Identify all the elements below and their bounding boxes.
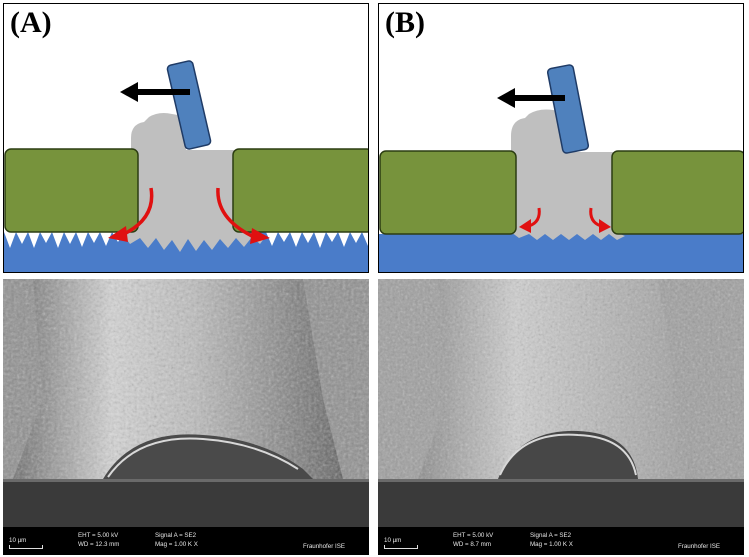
squeegee-a: [166, 60, 212, 150]
paste-b: [511, 109, 625, 240]
screen-printing-schematic-a: [4, 60, 368, 272]
sem-mag-b: Mag = 1.00 K X: [530, 541, 573, 548]
left-arrow-icon: [120, 82, 190, 102]
substrate-texture-right-a: [266, 232, 368, 248]
screen-printing-schematic-b: [379, 64, 743, 272]
sem-micrograph-b: 10 µm EHT = 5.00 kV WD = 8.7 mm Signal A…: [378, 279, 744, 555]
sem-eht-b: EHT = 5.00 kV: [453, 532, 494, 539]
stencil-mask-right-b: [611, 150, 743, 235]
sem-micrograph-a: 10 µm EHT = 5.00 kV WD = 12.3 mm Signal …: [3, 279, 369, 555]
panel-label-a: (A): [10, 6, 52, 39]
sem-scale-label-a: 10 µm: [9, 537, 27, 544]
sem-brand-a: Fraunhofer ISE: [303, 543, 345, 550]
stencil-mask-left-b: [379, 150, 517, 235]
left-arrow-icon: [497, 88, 565, 108]
diagram-panel-a: (A): [3, 3, 369, 273]
paste-a: [124, 113, 266, 252]
scale-bar-a: [9, 545, 43, 549]
curved-arrow-icon: [519, 207, 611, 233]
sem-mag-a: Mag = 1.00 K X: [155, 541, 198, 548]
stencil-mask-right-a: [232, 148, 368, 233]
sem-scale-label-b: 10 µm: [384, 537, 402, 544]
substrate-b: [379, 234, 743, 272]
squeegee-b: [546, 64, 590, 154]
sem-signal-b: Signal A = SE2: [530, 532, 572, 539]
stencil-mask-left-a: [4, 148, 139, 233]
sem-databar-b: 10 µm EHT = 5.00 kV WD = 8.7 mm Signal A…: [378, 527, 744, 555]
sem-image-a: [3, 279, 369, 527]
scale-bar-b: [384, 545, 418, 549]
sem-wd-b: WD = 8.7 mm: [453, 541, 491, 548]
panel-label-b: (B): [385, 6, 425, 39]
sem-wd-a: WD = 12.3 mm: [78, 541, 120, 548]
sem-brand-b: Fraunhofer ISE: [678, 543, 720, 550]
sem-image-b: [378, 279, 744, 527]
diagram-panel-b: (B): [378, 3, 744, 273]
sem-eht-a: EHT = 5.00 kV: [78, 532, 119, 539]
substrate-texture-left-a: [4, 232, 124, 248]
curved-arrow-icon: [108, 187, 270, 244]
sem-databar-a: 10 µm EHT = 5.00 kV WD = 12.3 mm Signal …: [3, 527, 369, 555]
sem-signal-a: Signal A = SE2: [155, 532, 197, 539]
